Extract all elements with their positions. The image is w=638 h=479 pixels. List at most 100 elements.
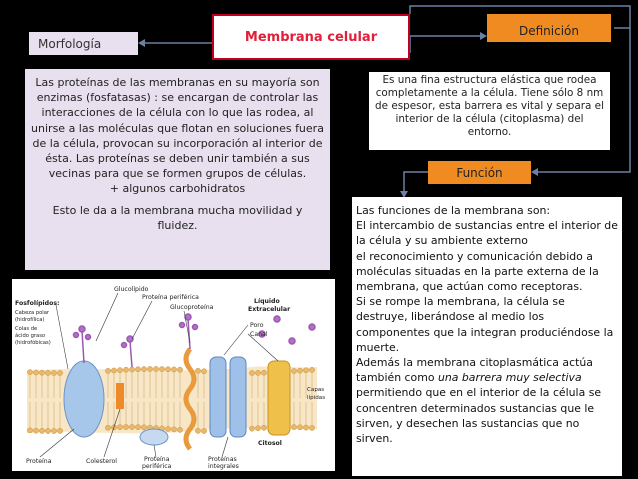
- definicion-label: Definición: [519, 24, 579, 38]
- funcion-line-5c: permitiendo que en el interior de la cél…: [356, 386, 602, 446]
- connector-funcion-text: [403, 171, 428, 195]
- morfologia-paragraph-3: Esto le da a la membrana mucha movilidad…: [52, 203, 303, 232]
- title-box: Membrana celular: [212, 14, 410, 60]
- phospholipid-head: [141, 424, 147, 431]
- morfologia-text-box: Las proteínas de las membranas en su may…: [25, 69, 330, 270]
- funcion-label-box: Función: [428, 161, 531, 184]
- phospholipid-head: [249, 370, 255, 376]
- channel-protein: [267, 360, 291, 436]
- phospholipid-head: [309, 367, 315, 373]
- glycoprotein-helix: [183, 347, 197, 451]
- protein-left: [63, 360, 105, 438]
- phospholipid-head: [33, 369, 39, 376]
- label-colas: Colas de: [15, 326, 37, 332]
- morfologia-paragraph-2: + algunos carbohidratos: [109, 182, 246, 196]
- phospholipid-head: [255, 370, 261, 376]
- label-glucolipido: Glucolípido: [114, 285, 149, 293]
- label-extracelular: Extracelular: [248, 306, 291, 313]
- phospholipid-head: [117, 367, 123, 373]
- connector-to-definicion: [409, 5, 631, 29]
- funcion-line-1: Las funciones de la membrana son:: [356, 204, 551, 217]
- phospholipid-head: [123, 366, 129, 373]
- label-canal: Canal: [250, 331, 268, 338]
- integral-proteins: [63, 347, 291, 451]
- morfologia-label: Morfología: [38, 36, 102, 51]
- label-proteina: Proteína: [26, 457, 52, 465]
- phospholipid-head: [57, 370, 63, 376]
- phospholipid-head: [105, 424, 111, 431]
- morfologia-label-box: Morfología: [29, 32, 138, 55]
- phospholipid-head: [129, 366, 135, 373]
- funcion-line-4: Si se rompe la membrana, la célula se de…: [356, 295, 614, 354]
- pore-protein-a: [209, 356, 227, 438]
- phospholipid-head: [165, 366, 171, 373]
- definicion-text: Es una fina estructura elástica que rode…: [375, 74, 604, 138]
- phospholipid-head: [297, 367, 303, 374]
- phospholipid-head: [51, 428, 57, 434]
- label-hidrofobicas: (hidrofóbicas): [15, 339, 51, 346]
- label-cabeza-polar: Cabeza polar: [15, 310, 50, 316]
- phospholipid-head: [135, 366, 141, 373]
- arrow-definicion: [480, 32, 487, 40]
- label-periferica-bottom: periférica: [142, 462, 172, 470]
- label-lipidas: lípidas: [307, 394, 325, 401]
- phospholipid-head: [147, 366, 153, 372]
- phospholipid-head: [135, 424, 141, 430]
- phospholipid-head: [57, 428, 63, 434]
- phospholipid-head: [39, 428, 45, 434]
- morfologia-paragraph-1: Las proteínas de las membranas en su may…: [31, 76, 324, 181]
- phospholipid-head: [309, 425, 315, 431]
- phospholipid-head: [27, 369, 33, 375]
- phospholipid-heads-top: [27, 366, 315, 376]
- label-proteinas-bottom: Proteínas: [208, 455, 237, 463]
- phospholipid-head: [129, 424, 135, 430]
- phospholipid-head: [261, 424, 267, 431]
- label-integrales-bottom: integrales: [208, 463, 239, 470]
- arrow-funcion-text: [400, 191, 408, 198]
- phospholipid-head: [51, 370, 57, 376]
- title-text: Membrana celular: [244, 29, 378, 45]
- connector-to-funcion: [534, 28, 631, 173]
- phospholipid-head: [255, 425, 261, 432]
- label-proteina-periferica-top: Proteína periférica: [142, 293, 199, 301]
- label-glucoproteina: Glucoproteína: [170, 303, 214, 311]
- phospholipid-head: [195, 367, 201, 374]
- funcion-line-5a: Además la membrana citoplasmática actúa …: [356, 356, 593, 385]
- cholesterol: [116, 383, 124, 409]
- phospholipid-head: [201, 368, 207, 375]
- phospholipid-head: [261, 369, 267, 376]
- phospholipid-head: [303, 367, 309, 374]
- definicion-label-box: Definición: [487, 14, 611, 42]
- phospholipid-head: [201, 428, 207, 434]
- label-poro: Poro: [250, 322, 264, 329]
- phospholipid-head: [117, 424, 123, 431]
- phospholipid-head: [141, 366, 147, 372]
- peripheral-protein: [139, 428, 169, 446]
- phospholipid-head: [177, 426, 183, 433]
- phospholipid-head: [177, 366, 183, 373]
- phospholipid-head: [171, 426, 177, 433]
- phospholipid-head: [111, 367, 117, 374]
- connector-title-definicion: [409, 35, 484, 53]
- phospholipid-head: [153, 366, 159, 372]
- membrane-figure: Glucolípido Proteína periférica Glucopro…: [12, 279, 335, 471]
- label-acido-graso: ácido graso: [15, 332, 45, 339]
- phospholipid-head: [105, 368, 111, 374]
- label-colesterol: Colesterol: [86, 458, 117, 465]
- phospholipid-head: [249, 425, 255, 432]
- phospholipid-tails: [29, 372, 313, 428]
- arrow-funcion: [531, 168, 538, 176]
- funcion-line-2: El intercambio de sustancias entre el in…: [356, 219, 618, 248]
- label-citosol: Citosol: [258, 440, 282, 447]
- carbohydrate-chains: [72, 313, 316, 368]
- phospholipid-head: [291, 368, 297, 374]
- label-liquido: Líquido: [254, 297, 280, 305]
- phospholipid-head: [165, 426, 171, 432]
- funcion-label: Función: [456, 165, 503, 180]
- label-hidrofilica: (hidrofílica): [15, 316, 44, 323]
- label-leaders: [39, 292, 279, 458]
- funcion-line-5: Además la membrana citoplasmática actúa …: [356, 355, 618, 446]
- phospholipid-head: [159, 366, 165, 372]
- funcion-text-box: Las funciones de la membrana son: El int…: [352, 197, 622, 476]
